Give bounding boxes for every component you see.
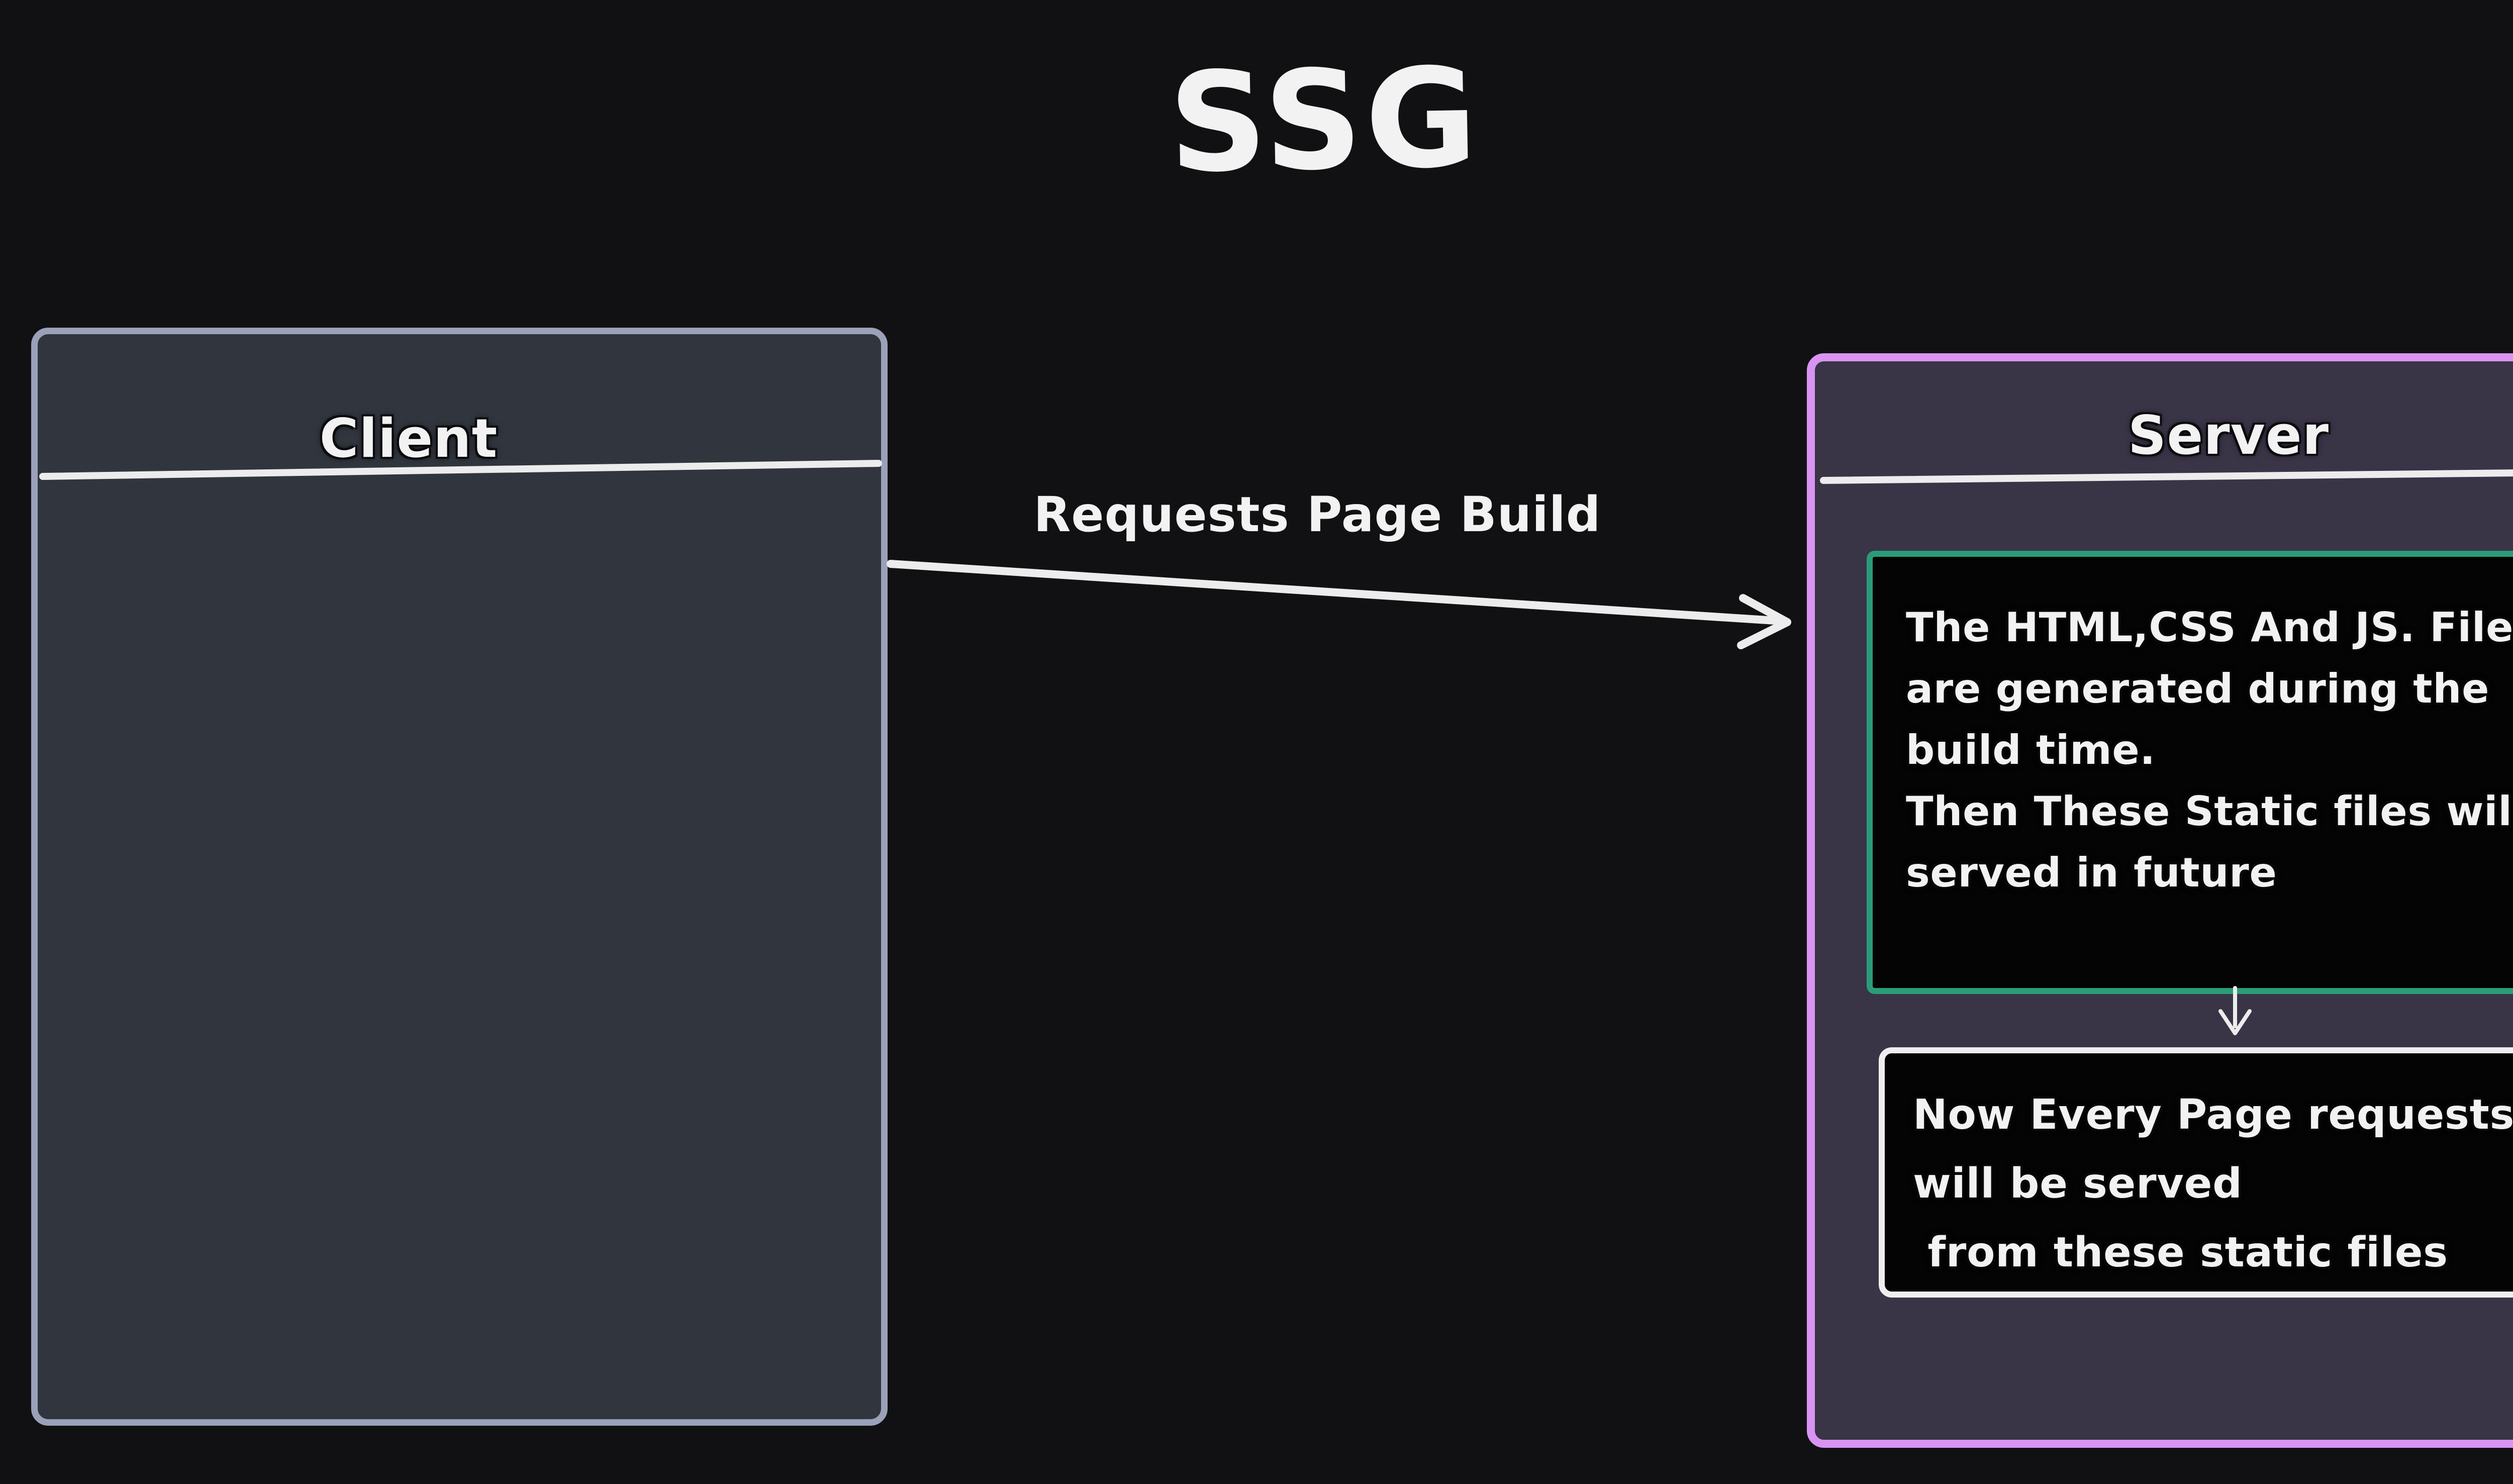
request-arrow-shaft — [887, 560, 1787, 625]
serve-note-line: from these static files — [1913, 1229, 2448, 1276]
client-box-title: Client — [319, 408, 498, 469]
server-box-title: Server — [2128, 405, 2330, 466]
page-title: SSG — [1167, 39, 1482, 204]
build-note-box: The HTML,CSS And JS. Files are generated… — [1867, 551, 2513, 994]
serve-note-line: will be served — [1913, 1160, 2243, 1208]
request-arrow-label: Requests Page Build — [1033, 486, 1601, 543]
build-note-line: are generated during the — [1906, 665, 2490, 712]
request-arrow-head — [1737, 594, 1791, 649]
server-box: Server The HTML,CSS And JS. Files are ge… — [1807, 353, 2513, 1448]
client-box: Client — [31, 328, 888, 1426]
serve-note-line: Now Every Page requests — [1913, 1091, 2513, 1139]
build-note-line: served in future — [1906, 849, 2277, 896]
build-note-line: build time. — [1906, 727, 2156, 773]
serve-note-box: Now Every Page requests will be served f… — [1879, 1047, 2513, 1298]
build-note-line: Then These Static files will be — [1906, 788, 2513, 835]
build-note-line: The HTML,CSS And JS. Files — [1906, 604, 2513, 651]
